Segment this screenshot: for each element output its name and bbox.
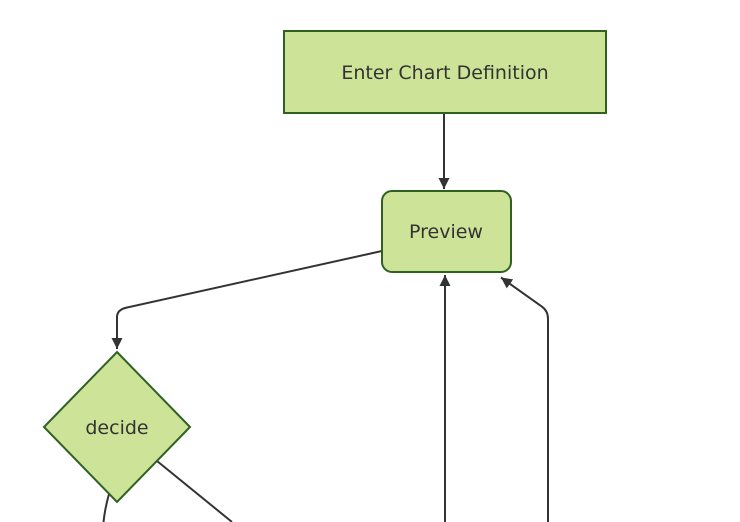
node-decide-label: decide <box>85 417 148 439</box>
edge-decide-to-bottom-right <box>156 460 233 522</box>
node-group: Enter Chart Definition Preview decide <box>42 30 607 504</box>
edge-bottom-to-preview-right <box>500 276 549 522</box>
edge-group <box>102 113 549 522</box>
node-decide <box>42 350 192 504</box>
node-preview-label: Preview <box>409 221 483 243</box>
node-preview <box>381 190 512 273</box>
node-enter-chart-definition-label: Enter Chart Definition <box>341 62 548 84</box>
node-enter-chart-definition <box>283 30 607 114</box>
edge-decide-to-bottom-left <box>102 493 110 522</box>
edge-preview-to-decide <box>111 250 383 349</box>
